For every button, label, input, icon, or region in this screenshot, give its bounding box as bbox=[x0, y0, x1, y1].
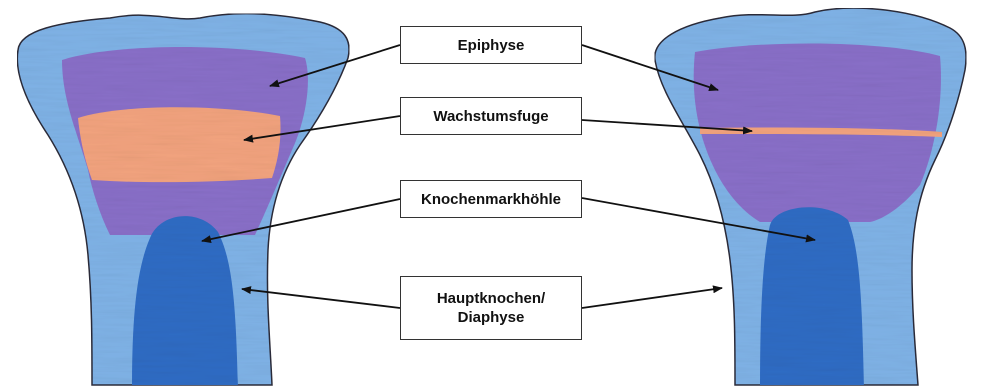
arrow-epiphyse-right bbox=[581, 44, 719, 91]
arrow-wachstum-right bbox=[581, 119, 753, 135]
label-wachstumsfuge-text: Wachstumsfuge bbox=[433, 107, 549, 125]
arrow-haupt-left bbox=[241, 286, 401, 309]
right-arrows bbox=[581, 44, 816, 309]
left-marrow-cavity bbox=[132, 216, 238, 386]
arrow-knochen-right bbox=[581, 197, 816, 243]
label-wachstumsfuge: Wachstumsfuge bbox=[400, 97, 582, 135]
arrow-knochen-left bbox=[201, 198, 401, 244]
left-arrows bbox=[201, 44, 401, 309]
right-growth-plate bbox=[700, 127, 942, 137]
label-epiphyse: Epiphyse bbox=[400, 26, 582, 64]
label-knochenmarkhoehle-text: Knochenmarkhöhle bbox=[420, 190, 562, 208]
label-knochenmarkhoehle: Knochenmarkhöhle bbox=[400, 180, 582, 218]
label-diaphyse-text: Diaphyse bbox=[457, 309, 525, 326]
right-marrow-cavity bbox=[760, 207, 864, 385]
right-bone bbox=[654, 7, 967, 386]
left-bone bbox=[16, 12, 350, 386]
label-hauptknochen-text: Hauptknochen/ bbox=[436, 290, 546, 307]
arrow-epiphyse-left bbox=[269, 44, 401, 88]
label-hauptknochen-diaphyse: Hauptknochen/ Diaphyse bbox=[400, 276, 582, 340]
left-growth-plate bbox=[78, 107, 281, 183]
arrow-wachstum-left bbox=[243, 115, 401, 143]
arrow-haupt-right bbox=[581, 285, 723, 309]
label-epiphyse-text: Epiphyse bbox=[457, 36, 525, 54]
